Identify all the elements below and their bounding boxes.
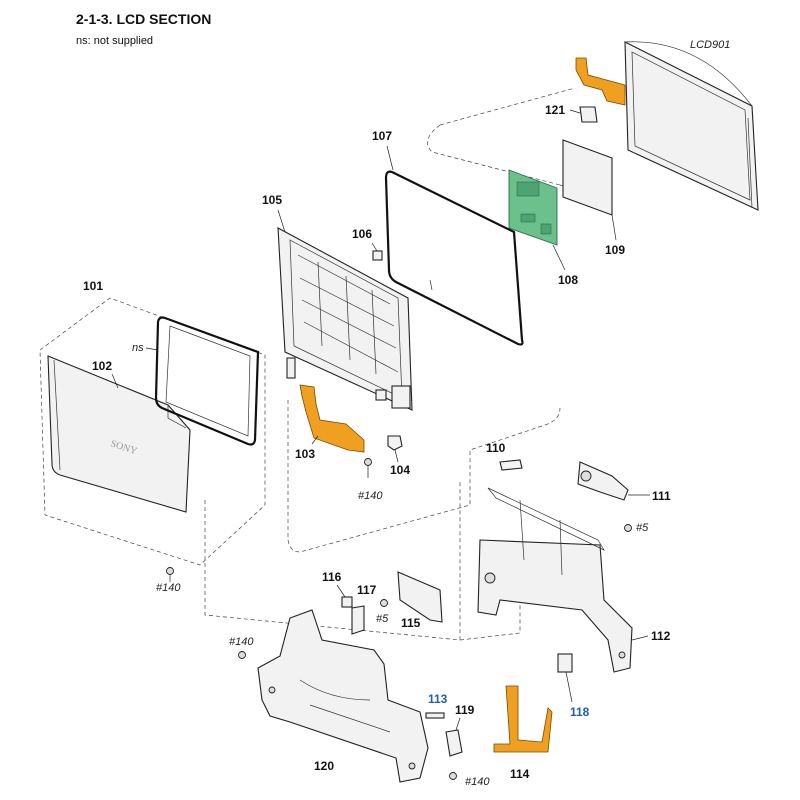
label-105: 105 [262,193,282,207]
leader-116 [336,584,346,598]
label-115: 115 [401,616,421,630]
screw-140-bottom-left [238,651,246,659]
part-112-main-bracket [477,487,633,673]
part-107-gasket-frame [384,170,524,346]
label-119: 119 [455,703,475,717]
lcd-flex-cable [575,57,626,106]
part-114-flex-cable [493,685,553,753]
lcd901-label: LCD901 [690,39,730,51]
lcd901-panel [624,41,759,211]
screw-140-bottom-label: #140 [465,776,490,788]
leader-118 [565,671,573,703]
screw-140-center [364,458,372,478]
part-118-sheet [557,653,573,673]
label-117: 117 [357,583,377,597]
screw-5-center [380,599,388,607]
part-117-lever [351,605,365,635]
part-103-flex-cable [299,384,365,453]
part-115-plate [397,571,443,623]
part-105-chassis [277,227,413,411]
label-120: 120 [314,759,334,773]
label-103: 103 [295,447,315,461]
diagram-title: 2-1-3. LCD SECTION [76,11,212,27]
assembly-guide-line-lower [204,480,521,641]
part-116-cushion [341,596,353,608]
label-118: 118 [570,705,590,719]
label-104: 104 [390,463,410,477]
screw-140-left-label: #140 [156,582,181,594]
leader-103 [311,435,319,445]
label-101: 101 [83,279,103,293]
label-110: 110 [486,441,506,455]
part-104-clip [387,435,403,451]
part-120-bottom-frame [257,609,429,783]
label-102: 102 [92,359,112,373]
leader-107 [386,145,394,171]
leader-119 [455,717,461,731]
part-101-assembly-outline [39,297,266,566]
leader-121 [569,109,581,114]
label-121: 121 [545,103,565,117]
screw-5-right [624,524,632,532]
screw-140-center-label: #140 [358,490,383,502]
label-108: 108 [558,273,578,287]
label-116: 116 [322,570,342,584]
leader-109 [611,214,617,241]
ns-label: ns [132,342,144,354]
diagram-note: ns: not supplied [76,35,154,47]
label-111: 111 [652,489,671,503]
part-110-bracket [499,459,523,471]
screw-140-bottom-left-label: #140 [229,636,254,648]
label-113: 113 [428,692,448,706]
part-109-sheet [562,139,613,216]
leader-ns [145,347,159,351]
part-121-sheet [579,106,598,123]
leader-105 [277,209,286,233]
leader-102 [111,373,119,389]
leader-108 [552,244,566,271]
assembly-guide-line-mid [287,400,561,553]
label-109: 109 [605,243,625,257]
screw-140-left [166,567,174,582]
leader-104 [394,449,399,463]
part-113-sheet [425,712,445,719]
part-106-pad [372,250,383,261]
screw-5-center-label: #5 [376,613,389,625]
label-107: 107 [372,129,392,143]
label-106: 106 [352,227,372,241]
screw-140-bottom [449,772,457,780]
part-119-hinge-cap [445,729,463,757]
frame-tab [429,279,433,291]
leader-112 [631,635,649,641]
part-108-pcb [508,169,558,246]
part-103-connector [286,357,296,379]
ns-display-glass [165,325,251,437]
part-102-rear-cover [47,355,191,513]
screw-5-right-label: #5 [636,522,649,534]
ns-display-gasket [154,316,260,446]
leader-106 [371,242,378,252]
part-111-hinge [577,461,629,501]
label-112: 112 [651,629,671,643]
label-114: 114 [510,767,530,781]
